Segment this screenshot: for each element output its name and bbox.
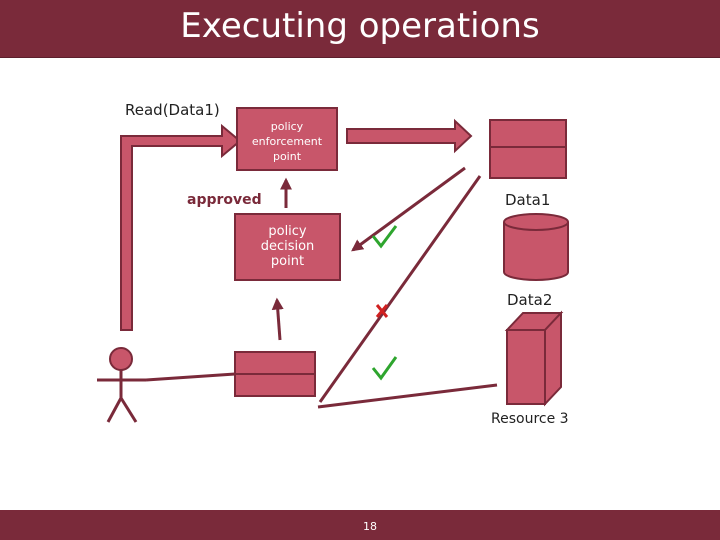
request-arrow bbox=[120, 123, 242, 331]
pep-label: policy enforcement point bbox=[251, 120, 323, 163]
resource3-check-icon bbox=[371, 356, 398, 381]
approved-check-icon bbox=[371, 225, 398, 249]
resource3-access-line bbox=[317, 383, 498, 409]
data1-access-line bbox=[318, 175, 482, 403]
data1-cylinder bbox=[503, 213, 569, 281]
pdp-box bbox=[234, 213, 341, 281]
approved-label: approved bbox=[187, 192, 262, 208]
page-number: 18 bbox=[363, 520, 377, 533]
user-figure-icon bbox=[97, 347, 146, 423]
resource-to-pdp-line bbox=[351, 166, 466, 252]
box-to-pdp-arrow bbox=[271, 297, 284, 341]
resource3-box bbox=[504, 310, 564, 407]
pep-to-resource-arrow bbox=[346, 118, 473, 154]
bottom-box bbox=[234, 351, 316, 397]
pep-box bbox=[236, 107, 338, 171]
user-to-box-line bbox=[145, 372, 236, 382]
request-label: Read(Data1) bbox=[125, 101, 220, 119]
denied-cross-icon bbox=[375, 304, 389, 318]
resource3-label: Resource 3 bbox=[491, 411, 569, 427]
data1-label: Data1 bbox=[505, 191, 551, 209]
slide-title: Executing operations bbox=[180, 6, 540, 46]
data2-label: Data2 bbox=[507, 291, 553, 309]
resource-box bbox=[489, 119, 567, 179]
slide-header bbox=[0, 0, 720, 58]
pdp-label: policy decision point bbox=[260, 224, 315, 269]
slide-footer bbox=[0, 510, 720, 540]
